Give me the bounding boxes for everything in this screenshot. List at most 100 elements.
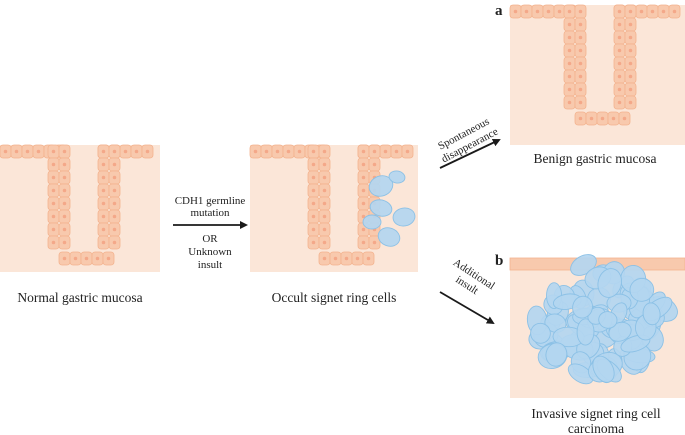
cell-nucleus <box>62 201 67 206</box>
cell-nucleus <box>557 9 562 14</box>
cell-nucleus <box>513 9 518 14</box>
cell-nucleus <box>372 162 377 167</box>
cell-nucleus <box>567 61 572 66</box>
cell-nucleus <box>51 162 56 167</box>
cell-nucleus <box>73 256 78 261</box>
cell-nucleus <box>617 74 622 79</box>
cell-nucleus <box>361 175 366 180</box>
cell-nucleus <box>101 201 106 206</box>
cell-nucleus <box>51 188 56 193</box>
cell-nucleus <box>578 116 583 121</box>
cell-nucleus <box>383 149 388 154</box>
signet-ring-cell <box>530 322 551 344</box>
cell-nucleus <box>578 48 583 53</box>
cell-nucleus <box>25 149 30 154</box>
panel-letter-a: a <box>495 3 503 19</box>
signet-ring-cell <box>576 318 595 346</box>
cell-nucleus <box>361 188 366 193</box>
normal-tissue <box>0 145 160 272</box>
cell-nucleus <box>617 48 622 53</box>
panel-letter-b: b <box>495 253 503 269</box>
signet-ring-cell <box>592 355 615 383</box>
cell-nucleus <box>297 149 302 154</box>
cell-nucleus <box>567 74 572 79</box>
cell-nucleus <box>253 149 258 154</box>
normal-epithelium <box>0 144 154 266</box>
cause-label-line2: mutation <box>190 207 230 219</box>
cell-nucleus <box>62 175 67 180</box>
cell-nucleus <box>112 214 117 219</box>
signet-ring-cell <box>567 363 594 385</box>
cell-nucleus <box>611 116 616 121</box>
cell-nucleus <box>333 256 338 261</box>
cell-nucleus <box>62 149 67 154</box>
cell-nucleus <box>628 48 633 53</box>
cell-nucleus <box>112 149 117 154</box>
cell-nucleus <box>672 9 677 14</box>
cell-nucleus <box>567 87 572 92</box>
cell-nucleus <box>650 9 655 14</box>
normal-mucosa-panel <box>0 144 160 272</box>
cell-nucleus <box>578 22 583 27</box>
occult-epithelium <box>249 144 414 266</box>
cell-nucleus <box>145 149 150 154</box>
signet-ring-cell <box>572 295 593 319</box>
signet-ring-cell <box>629 277 655 302</box>
cell-nucleus <box>275 149 280 154</box>
cell-nucleus <box>361 162 366 167</box>
cause-label-line1: CDH1 germline <box>175 195 246 207</box>
cell-nucleus <box>322 201 327 206</box>
cell-nucleus <box>322 149 327 154</box>
cell-nucleus <box>355 256 360 261</box>
cell-nucleus <box>567 48 572 53</box>
cell-nucleus <box>622 116 627 121</box>
cell-nucleus <box>617 100 622 105</box>
cell-nucleus <box>112 227 117 232</box>
signet-ring-cell <box>598 311 618 329</box>
cell-nucleus <box>567 9 572 14</box>
invasive-signet-cluster <box>526 254 678 385</box>
signet-ring-cell <box>642 302 661 326</box>
cell-nucleus <box>112 201 117 206</box>
caption-benign: Benign gastric mucosa <box>534 151 657 166</box>
cell-nucleus <box>567 22 572 27</box>
cell-nucleus <box>567 100 572 105</box>
cell-nucleus <box>51 227 56 232</box>
cell-nucleus <box>101 188 106 193</box>
cell-nucleus <box>361 149 366 154</box>
cell-nucleus <box>101 175 106 180</box>
signet-ring-cell <box>388 170 406 184</box>
cell-nucleus <box>3 149 8 154</box>
cell-nucleus <box>361 227 366 232</box>
cell-nucleus <box>311 149 316 154</box>
cell-nucleus <box>101 214 106 219</box>
cell-nucleus <box>361 214 366 219</box>
cell-nucleus <box>101 162 106 167</box>
to-benign-label: Spontaneous disappearance <box>436 116 500 166</box>
cell-nucleus <box>628 61 633 66</box>
cell-nucleus <box>311 188 316 193</box>
cell-nucleus <box>264 149 269 154</box>
occult-signet-cells <box>362 170 416 247</box>
to-invasive-label: Additional insult <box>451 257 497 297</box>
cell-nucleus <box>134 149 139 154</box>
cell-nucleus <box>344 256 349 261</box>
cell-nucleus <box>51 149 56 154</box>
signet-ring-cell <box>392 207 416 227</box>
cell-nucleus <box>51 201 56 206</box>
caption-occult: Occult signet ring cells <box>272 290 397 305</box>
arrow-to-benign <box>439 138 501 169</box>
cell-nucleus <box>578 61 583 66</box>
signet-ring-cell <box>545 342 568 367</box>
cell-nucleus <box>51 175 56 180</box>
cell-nucleus <box>546 9 551 14</box>
cause-label-line4: Unknown <box>188 246 232 258</box>
cell-nucleus <box>524 9 529 14</box>
cell-nucleus <box>366 256 371 261</box>
cell-nucleus <box>62 240 67 245</box>
cell-nucleus <box>101 240 106 245</box>
cell-nucleus <box>322 256 327 261</box>
cell-nucleus <box>567 35 572 40</box>
cell-nucleus <box>578 9 583 14</box>
cell-nucleus <box>617 22 622 27</box>
